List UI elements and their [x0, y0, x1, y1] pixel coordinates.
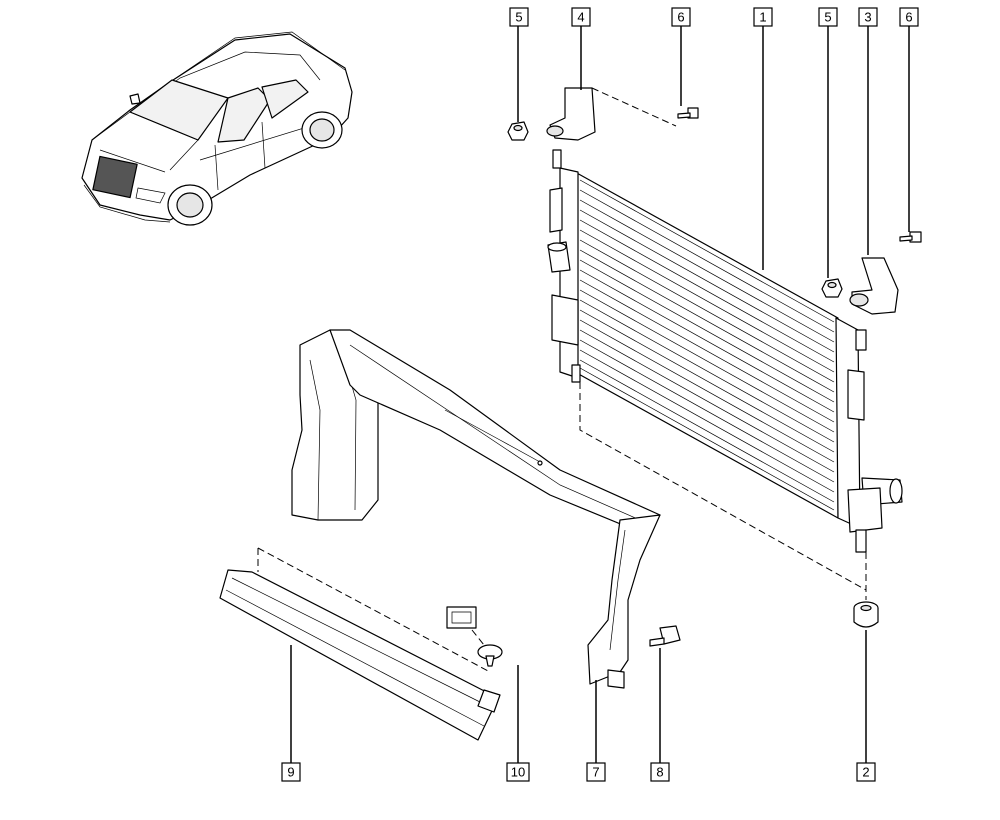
callout-label: 5: [824, 10, 831, 25]
lower-air-deflector: [219, 569, 501, 741]
callout-2: 2: [856, 762, 876, 782]
nut-upper-left: [507, 121, 529, 141]
leader-lines: [290, 26, 910, 763]
vehicle-locator-illustration: [81, 31, 353, 226]
callout-label: 6: [905, 10, 912, 25]
bolt-upper-left: [677, 107, 699, 119]
callout-label: 5: [515, 10, 522, 25]
callout-label: 10: [511, 765, 525, 780]
lower-mounting-rubber: [853, 601, 879, 628]
callout-10: 10: [506, 762, 530, 782]
clip: [446, 606, 503, 667]
callout-3: 3: [858, 7, 878, 27]
callout-label: 3: [864, 10, 871, 25]
bolt-lower: [649, 625, 681, 647]
callout-5-upper-right: 5: [818, 7, 838, 27]
callout-5-upper-left: 5: [509, 7, 529, 27]
callout-label: 1: [759, 10, 766, 25]
callout-label: 7: [592, 765, 599, 780]
bolt-upper-right: [899, 231, 922, 243]
callout-6-upper-right: 6: [899, 7, 919, 27]
callout-label: 6: [677, 10, 684, 25]
callout-label: 9: [287, 765, 294, 780]
callout-9: 9: [281, 762, 301, 782]
callout-8: 8: [650, 762, 670, 782]
callout-label: 2: [862, 765, 869, 780]
upper-right-bracket: [849, 257, 899, 315]
callout-1: 1: [753, 7, 773, 27]
nut-upper-right: [821, 278, 843, 298]
callout-7: 7: [586, 762, 606, 782]
callout-4: 4: [571, 7, 591, 27]
assembly-lines: [257, 87, 867, 673]
air-deflector-frame: [291, 329, 661, 689]
callout-6-upper-left: 6: [671, 7, 691, 27]
callout-label: 8: [656, 765, 663, 780]
radiator: [547, 149, 903, 553]
callout-label: 4: [577, 10, 584, 25]
upper-left-bracket: [546, 87, 596, 141]
radiator-fins: [579, 179, 835, 511]
